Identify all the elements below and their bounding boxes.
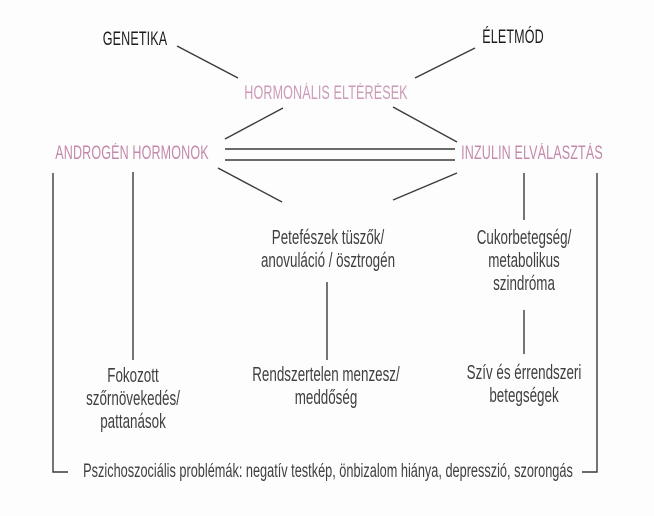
line-inzulin-to-petefeszek (392, 172, 458, 201)
line-eletmod-to-hormonalis (414, 47, 476, 79)
line-androgen-to-petefeszek (217, 167, 283, 203)
node-pszichoszocialis-problemak: Pszichoszociális problémák: negatív test… (83, 461, 573, 482)
node-petefeszek-tuszok: Petefészek tüszők/ anovuláció / ösztrogé… (260, 227, 396, 272)
bracket-right (582, 173, 598, 473)
node-rendszertelen-menzesz: Rendszertelen menzesz/ meddőség (252, 364, 400, 409)
line-hormonalis-to-inzulin (392, 106, 458, 143)
node-genetika: GENETIKA (102, 29, 168, 50)
node-sziv-errendszeri: Szív és érrendszeri betegségek (466, 362, 582, 407)
node-hormonalis-elteresek: HORMONÁLIS ELTÉRÉSEK (244, 83, 408, 104)
node-androgen-hormonok: ANDROGÉN HORMONOK (55, 143, 209, 164)
node-inzulin-elvalasztas: INZULIN ELVÁLASZTÁS (461, 143, 603, 164)
node-fokozott-szornovekedes: Fokozott szőrnövekedés/ pattanások (86, 365, 180, 433)
line-genetika-to-hormonalis (176, 45, 239, 79)
node-eletmod: ÉLETMÓD (482, 27, 544, 48)
bracket-left (52, 173, 68, 473)
node-cukorbetegseg: Cukorbetegség/ metabolikus szindróma (476, 227, 572, 295)
line-hormonalis-to-androgen (224, 107, 284, 140)
